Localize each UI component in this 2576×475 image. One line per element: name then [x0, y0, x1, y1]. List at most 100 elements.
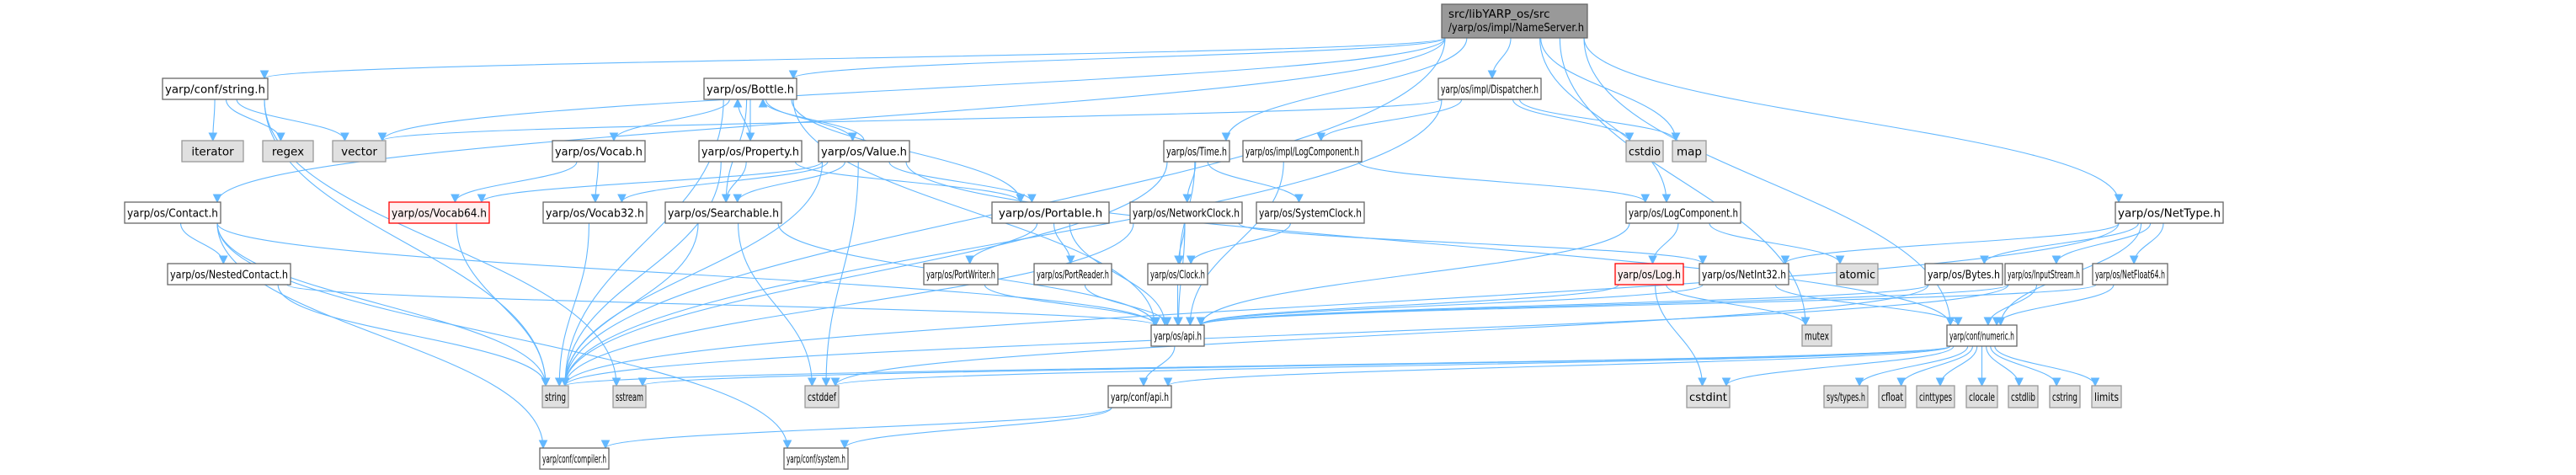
node-box[interactable]	[1441, 3, 1588, 39]
node-confstring[interactable]: yarp/conf/string.h	[162, 77, 269, 100]
node-bottle[interactable]: yarp/os/Bottle.h	[703, 77, 797, 100]
node-impllogcomp[interactable]: yarp/os/impl/LogComponent.h	[1242, 140, 1363, 163]
node-box[interactable]	[1672, 140, 1707, 163]
node-logcomp[interactable]: yarp/os/LogComponent.h	[1625, 201, 1741, 224]
node-box[interactable]	[1686, 385, 1731, 408]
node-nestedcontact[interactable]: yarp/os/NestedContact.h	[167, 263, 291, 286]
node-cstddef[interactable]: cstddef	[804, 385, 840, 408]
node-box[interactable]	[1946, 324, 2018, 347]
node-vocab32[interactable]: yarp/os/Vocab32.h	[542, 201, 648, 224]
node-netint32[interactable]: yarp/os/NetInt32.h	[1699, 263, 1789, 286]
node-box[interactable]	[1150, 324, 1205, 347]
node-box[interactable]	[262, 140, 314, 163]
node-value[interactable]: yarp/os/Value.h	[818, 140, 910, 163]
node-inputstream[interactable]: yarp/os/InputStream.h	[2004, 263, 2083, 286]
node-box[interactable]	[2004, 263, 2083, 286]
node-box[interactable]	[167, 263, 291, 286]
node-box[interactable]	[1924, 263, 2003, 286]
node-vector[interactable]: vector	[332, 140, 387, 163]
node-portreader[interactable]: yarp/os/PortReader.h	[1033, 263, 1112, 286]
node-portable[interactable]: yarp/os/Portable.h	[991, 201, 1110, 224]
node-box[interactable]	[703, 77, 797, 100]
node-box[interactable]	[2092, 263, 2168, 286]
node-box[interactable]	[1437, 77, 1542, 100]
node-box[interactable]	[332, 140, 387, 163]
node-bytes[interactable]: yarp/os/Bytes.h	[1924, 263, 2003, 286]
node-box[interactable]	[991, 201, 1110, 224]
node-atomic[interactable]: atomic	[1836, 263, 1879, 286]
node-property[interactable]: yarp/os/Property.h	[698, 140, 803, 163]
node-box[interactable]	[664, 201, 782, 224]
node-dispatcher[interactable]: yarp/os/impl/Dispatcher.h	[1437, 77, 1542, 100]
node-searchable[interactable]: yarp/os/Searchable.h	[664, 201, 782, 224]
node-box[interactable]	[1801, 324, 1832, 347]
node-box[interactable]	[612, 385, 647, 408]
node-string[interactable]: string	[541, 385, 569, 408]
node-confapi[interactable]: yarp/conf/api.h	[1107, 385, 1172, 408]
node-nettype[interactable]: yarp/os/NetType.h	[2115, 201, 2224, 224]
node-iterator[interactable]: iterator	[181, 140, 244, 163]
node-clocale[interactable]: clocale	[1965, 385, 1998, 408]
node-box[interactable]	[2115, 201, 2224, 224]
node-netfloat64[interactable]: yarp/os/NetFloat64.h	[2092, 263, 2168, 286]
node-cstdint[interactable]: cstdint	[1686, 385, 1731, 408]
node-map[interactable]: map	[1672, 140, 1707, 163]
node-cstring[interactable]: cstring	[2049, 385, 2081, 408]
node-clock[interactable]: yarp/os/Clock.h	[1147, 263, 1208, 286]
node-vocab[interactable]: yarp/os/Vocab.h	[552, 140, 646, 163]
node-systemclock[interactable]: yarp/os/SystemClock.h	[1256, 201, 1365, 224]
node-sstream[interactable]: sstream	[612, 385, 647, 408]
node-system[interactable]: yarp/conf/system.h	[783, 447, 849, 470]
node-box[interactable]	[552, 140, 646, 163]
node-box[interactable]	[1625, 201, 1741, 224]
node-box[interactable]	[1107, 385, 1172, 408]
node-cstdlib[interactable]: cstdlib	[2008, 385, 2039, 408]
node-box[interactable]	[541, 385, 569, 408]
node-portwriter[interactable]: yarp/os/PortWriter.h	[923, 263, 999, 286]
node-regex[interactable]: regex	[262, 140, 314, 163]
node-box[interactable]	[698, 140, 803, 163]
node-osapi[interactable]: yarp/os/api.h	[1150, 324, 1205, 347]
node-box[interactable]	[1836, 263, 1879, 286]
node-box[interactable]	[1614, 263, 1684, 286]
node-root[interactable]: src/libYARP_os/src/yarp/os/impl/NameServ…	[1441, 3, 1588, 39]
node-cstdio[interactable]: cstdio	[1625, 140, 1664, 163]
node-box[interactable]	[783, 447, 849, 470]
node-box[interactable]	[2091, 385, 2122, 408]
node-box[interactable]	[1878, 385, 1907, 408]
node-box[interactable]	[1916, 385, 1955, 408]
node-box[interactable]	[542, 201, 648, 224]
node-box[interactable]	[2008, 385, 2039, 408]
node-box[interactable]	[181, 140, 244, 163]
node-box[interactable]	[1033, 263, 1112, 286]
node-box[interactable]	[1129, 201, 1243, 224]
node-box[interactable]	[1699, 263, 1789, 286]
node-networkclock[interactable]: yarp/os/NetworkClock.h	[1129, 201, 1243, 224]
node-box[interactable]	[1147, 263, 1208, 286]
node-numeric[interactable]: yarp/conf/numeric.h	[1946, 324, 2018, 347]
node-box[interactable]	[1625, 140, 1664, 163]
node-contact[interactable]: yarp/os/Contact.h	[124, 201, 221, 224]
node-box[interactable]	[539, 447, 610, 470]
node-box[interactable]	[923, 263, 999, 286]
node-box[interactable]	[1256, 201, 1365, 224]
node-box[interactable]	[388, 201, 490, 224]
node-limits[interactable]: limits	[2091, 385, 2122, 408]
node-log[interactable]: yarp/os/Log.h	[1614, 263, 1684, 286]
node-box[interactable]	[124, 201, 221, 224]
node-box[interactable]	[2049, 385, 2081, 408]
node-box[interactable]	[1242, 140, 1363, 163]
node-vocab64[interactable]: yarp/os/Vocab64.h	[388, 201, 490, 224]
node-time[interactable]: yarp/os/Time.h	[1163, 140, 1230, 163]
node-box[interactable]	[1965, 385, 1998, 408]
node-box[interactable]	[1163, 140, 1230, 163]
node-box[interactable]	[162, 77, 269, 100]
node-box[interactable]	[1823, 385, 1869, 408]
node-mutex[interactable]: mutex	[1801, 324, 1832, 347]
node-compiler[interactable]: yarp/conf/compiler.h	[539, 447, 610, 470]
node-systypes[interactable]: sys/types.h	[1823, 385, 1869, 408]
node-box[interactable]	[804, 385, 840, 408]
node-box[interactable]	[818, 140, 910, 163]
node-cfloat[interactable]: cfloat	[1878, 385, 1907, 408]
node-cinttypes[interactable]: cinttypes	[1916, 385, 1955, 408]
